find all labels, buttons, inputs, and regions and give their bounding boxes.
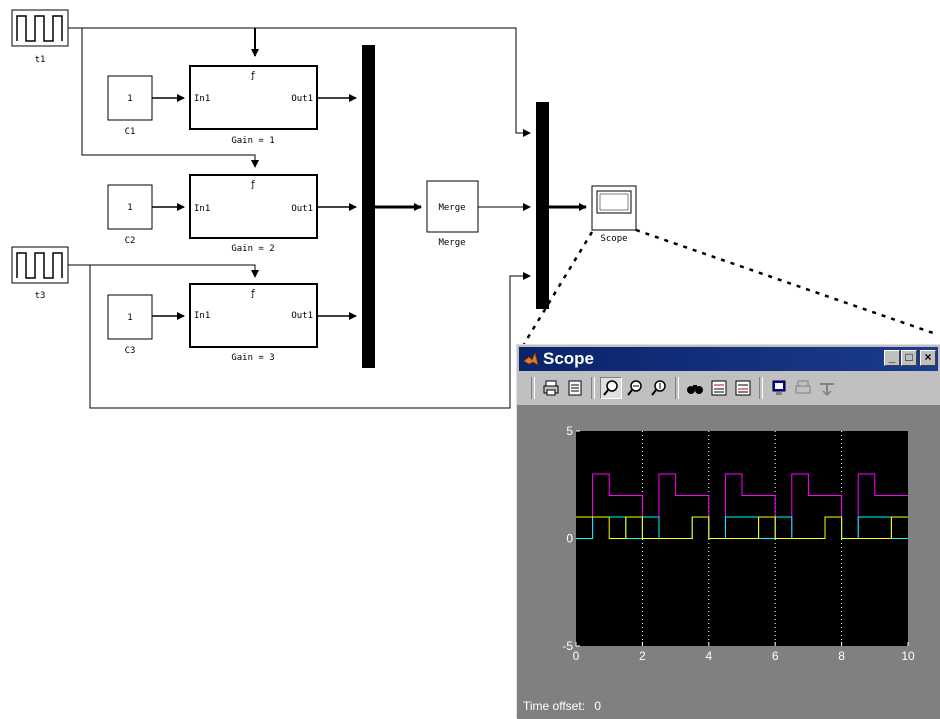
merge-label: Merge [438,238,465,248]
mux-bar-2[interactable] [536,102,549,309]
zoom-x-button[interactable] [624,377,646,399]
scope-block-label: Scope [600,234,627,244]
scope-block[interactable] [591,185,637,231]
signal-selection-button[interactable] [816,377,838,399]
autoscale-button[interactable] [684,377,706,399]
svg-text:Out1: Out1 [291,204,313,214]
zoom-x-icon [627,380,642,396]
lock-icon [795,380,811,394]
time-offset-readout: Time offset: 0 [523,699,607,713]
zoom-button[interactable] [600,377,622,399]
y-tick-label: 5 [566,424,573,438]
svg-text:In1: In1 [194,94,210,104]
constant-c3[interactable]: 1 [107,294,153,340]
print-icon [543,380,559,396]
x-tick-label: 6 [772,649,779,663]
close-icon: × [924,350,932,364]
minimize-icon: _ [888,350,896,364]
c1-label: C1 [125,127,136,137]
zoom-y-button[interactable] [648,377,670,399]
toolbar-separator [531,377,535,399]
minimize-button[interactable]: _ [884,350,900,366]
maximize-button[interactable]: □ [901,350,917,366]
signal-lines [68,27,587,409]
floating-scope-button[interactable] [768,377,790,399]
lock-button[interactable] [792,377,814,399]
constant-c1[interactable]: 1 [107,75,153,121]
scope-window: Scope _ □ × [516,344,940,719]
svg-text:1: 1 [127,203,132,213]
x-tick-label: 2 [639,649,646,663]
c2-label: C2 [125,236,136,246]
restore-axes-icon [735,380,751,396]
y-tick-label: -5 [562,639,573,653]
constant-c2[interactable]: 1 [107,184,153,230]
x-tick-label: 4 [705,649,712,663]
svg-text:In1: In1 [194,311,210,321]
gain-3-label: Gain = 3 [231,353,274,363]
svg-text:1: 1 [127,313,132,323]
zoom-y-icon [651,380,666,396]
series-line-3 [576,516,908,539]
pulse-generator-t3[interactable] [11,246,69,284]
x-tick-label: 8 [838,649,845,663]
subsystem-gain-1[interactable]: In1 Out1 ƒ [189,65,318,130]
toolbar-separator [759,377,763,399]
t1-label: t1 [35,55,46,65]
parameters-icon [568,380,582,396]
scope-title: Scope [543,349,595,368]
svg-text:Out1: Out1 [291,311,313,321]
gain-2-label: Gain = 2 [231,244,274,254]
svg-text:ƒ: ƒ [250,289,255,299]
pulse-generator-t1[interactable] [11,9,69,47]
svg-text:Out1: Out1 [291,94,313,104]
subsystem-gain-2[interactable]: In1 Out1 ƒ [189,174,318,239]
restore-axes-button[interactable] [732,377,754,399]
save-axes-button[interactable] [708,377,730,399]
signal-selection-icon [820,383,834,397]
mux-bar-1[interactable] [362,45,375,368]
maximize-icon: □ [905,350,913,364]
time-offset-label: Time offset: [523,699,586,713]
floating-scope-icon [772,380,786,395]
scope-toolbar [519,373,938,403]
close-button[interactable]: × [920,350,936,366]
x-tick-label: 0 [573,649,580,663]
t3-label: t3 [35,291,46,301]
autoscale-icon [687,385,703,394]
x-tick-label: 10 [901,649,915,663]
time-offset-value: 0 [594,699,602,713]
zoom-callout-lines [522,228,937,345]
parameters-button[interactable] [564,377,586,399]
c3-label: C3 [125,346,136,356]
y-tick-label: 0 [566,532,573,546]
svg-text:In1: In1 [194,204,210,214]
subsystem-gain-3[interactable]: In1 Out1 ƒ [189,283,318,348]
svg-text:1: 1 [127,94,132,104]
svg-text:ƒ: ƒ [250,71,255,81]
save-axes-icon [711,380,727,396]
matlab-logo-icon [523,352,539,366]
svg-text:Merge: Merge [438,203,465,213]
gain-1-label: Gain = 1 [231,136,274,146]
toolbar-separator [591,377,595,399]
zoom-icon [603,380,618,396]
print-button[interactable] [540,377,562,399]
scope-titlebar[interactable]: Scope _ □ × [519,347,938,371]
toolbar-separator [675,377,679,399]
svg-text:ƒ: ƒ [250,180,255,190]
merge-block[interactable]: Merge [426,180,479,233]
